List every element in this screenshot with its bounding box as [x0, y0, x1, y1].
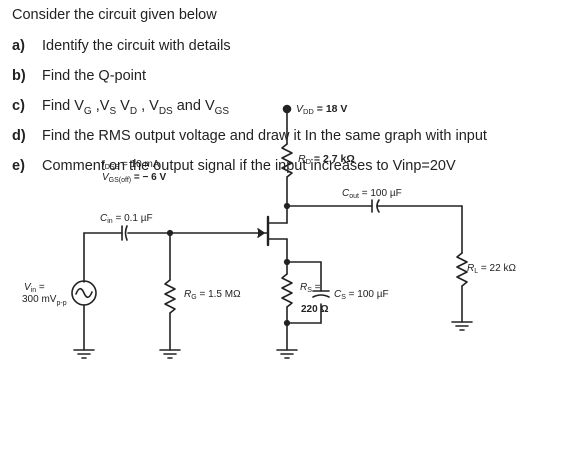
rg-resistor	[164, 279, 176, 314]
question-label: e)	[12, 158, 25, 174]
ground-symbol	[276, 349, 298, 359]
vin-label: Vin =	[24, 282, 45, 294]
question-label: b)	[12, 68, 26, 84]
question-e: e) Comment on the output signal if the in…	[12, 158, 456, 174]
rg-label: RG = 1.5 MΩ	[184, 289, 241, 301]
vin-value: 300 mVp-p	[22, 294, 67, 307]
question-label: d)	[12, 128, 26, 144]
idss-label: IDSS = 10 mA	[102, 159, 160, 171]
rl-resistor	[456, 252, 468, 287]
rd-resistor	[281, 143, 293, 178]
question-text: Find the RMS output voltage and draw it …	[42, 128, 487, 144]
ground-symbol	[159, 349, 181, 359]
rl-label: RL = 22 kΩ	[467, 263, 516, 275]
question-text: Identify the circuit with details	[42, 38, 231, 54]
cin-label: Cin = 0.1 µF	[100, 213, 153, 225]
question-a: a) Identify the circuit with details	[12, 38, 231, 54]
problem-title: Consider the circuit given below	[12, 7, 217, 23]
gate-arrow	[257, 228, 265, 238]
rs-value: 220 Ω	[301, 304, 328, 315]
rs-label: RS =	[300, 282, 321, 294]
ground-symbol	[451, 321, 473, 331]
vdd-label: VDD = 18 V	[296, 103, 347, 116]
vgsoff-label: VGS(off) = − 6 V	[102, 172, 166, 184]
question-c: c) Find VG ,VS VD , VDS and VGS	[12, 98, 229, 117]
ground-symbol	[73, 349, 95, 359]
cs-label: CS = 100 µF	[334, 289, 389, 301]
question-text: Comment on the output signal if the inpu…	[42, 158, 456, 174]
question-b: b) Find the Q-point	[12, 68, 146, 84]
question-label: c)	[12, 98, 25, 114]
question-text: Find the Q-point	[42, 68, 146, 84]
question-d: d) Find the RMS output voltage and draw i…	[12, 128, 487, 144]
rd-label: RD = 2.7 kΩ	[298, 153, 355, 166]
question-label: a)	[12, 38, 25, 54]
cout-label: Cout = 100 µF	[342, 188, 402, 200]
rs-resistor	[281, 273, 293, 308]
question-text: Find VG ,VS VD , VDS and VGS	[42, 98, 230, 117]
